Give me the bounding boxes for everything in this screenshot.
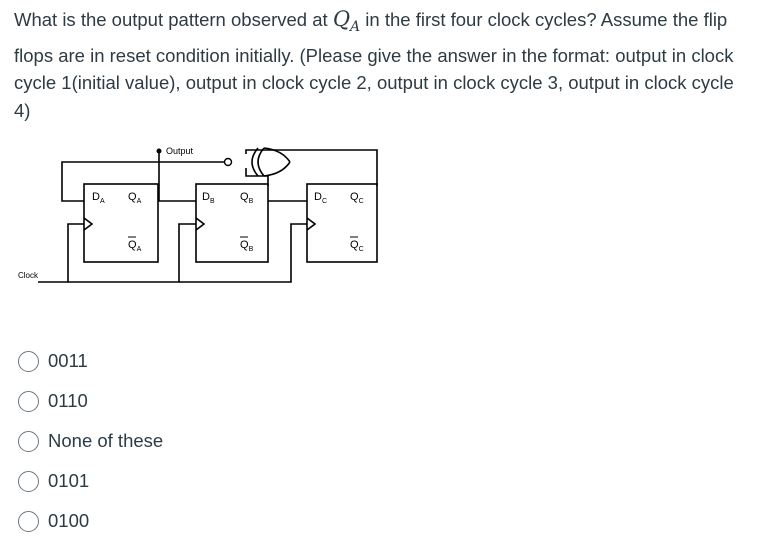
question-text-start: What is the output pattern observed at [14,9,333,30]
option-0100[interactable]: 0100 [18,506,89,536]
svg-text:QC: QC [350,191,364,205]
option-0101[interactable]: 0101 [18,466,89,496]
radio-button[interactable] [18,430,39,452]
logic-gate [257,147,265,177]
clock-wire [38,223,84,283]
ff-b-qbar-label: Q [240,239,249,251]
svg-text:QA: QA [128,191,142,205]
ff-c-qbar-label: Q [350,239,359,251]
flip-flop-c [306,183,378,263]
option-label: 0101 [48,470,90,491]
svg-text:DB: DB [202,191,215,205]
clock-label: Clock [18,271,39,280]
feedback-wire [61,161,224,202]
question-text: What is the output pattern observed at Q… [14,6,754,124]
svg-text:QC: QC [350,239,364,253]
option-label: 0110 [48,390,88,411]
ff-c-d-label: D [314,191,322,203]
question-text-end: in the first four clock cycles? Assume t… [14,9,734,121]
svg-text:QA: QA [128,239,142,253]
ff-a-qbar-label: Q [128,239,137,251]
ff-a-d-label: D [92,191,100,203]
svg-text:DC: DC [314,191,327,205]
ff-b-d-label: D [202,191,210,203]
qa-symbol-sub: A [350,19,361,36]
option-label: 0100 [48,510,90,531]
qa-symbol: QA [332,7,360,35]
radio-button[interactable] [18,470,39,492]
output-label: Output [166,146,194,156]
circuit-diagram: Output Clock DA QA QA DB QB QB DC QC QC [18,146,378,283]
ff-c-q-label: Q [350,191,359,203]
radio-button[interactable] [18,510,39,532]
svg-text:DA: DA [92,191,105,205]
ff-b-q-label: Q [240,191,249,203]
output-node [156,148,162,154]
option-0110[interactable]: 0110 [18,386,88,416]
flip-flop-b [195,183,269,263]
option-none-of-these[interactable]: None of these [18,426,163,456]
radio-button[interactable] [18,390,39,412]
option-label: None of these [48,430,164,451]
svg-text:QB: QB [240,191,254,205]
option-0011[interactable]: 0011 [18,346,88,376]
flip-flop-a [83,183,159,263]
gate-bubble [223,157,233,167]
ff-a-q-label: Q [128,191,137,203]
qa-symbol-q: Q [332,7,351,31]
option-label: 0011 [48,350,88,371]
radio-button[interactable] [18,350,39,372]
svg-text:QB: QB [240,239,254,253]
